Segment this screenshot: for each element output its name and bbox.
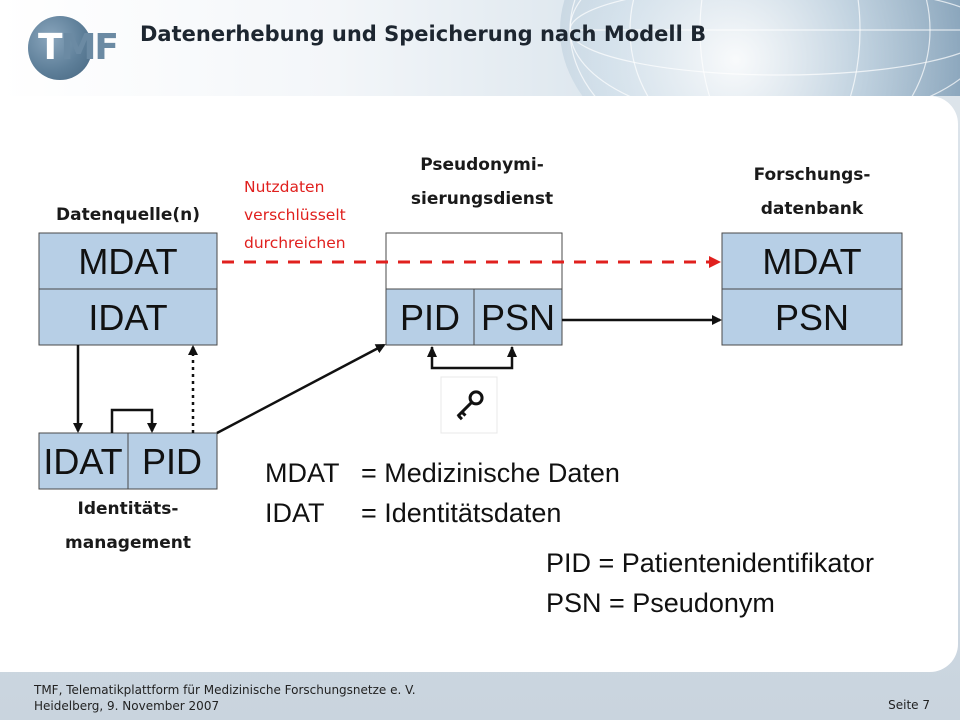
key-icon: [440, 376, 498, 434]
label-nutzdaten-line3: durchreichen: [244, 234, 346, 252]
footer-left: TMF, Telematikplattform für Medizinische…: [34, 682, 634, 714]
globe-grid-decoration: [569, 0, 960, 96]
logo-circle: [28, 16, 92, 80]
source-idat-text: IDAT: [88, 297, 167, 338]
research-psn-cell: [721, 288, 903, 346]
identity-idat-cell: [38, 432, 129, 490]
label-pseudonymisierungsdienst-line2: sierungsdienst: [411, 189, 553, 209]
research-psn-text: PSN: [775, 297, 849, 338]
research-box: MDAT PSN: [721, 232, 903, 346]
identity-pid-cell: [127, 432, 218, 490]
source-box: MDAT IDAT: [38, 232, 218, 346]
footer-page-number: Seite 7: [888, 698, 930, 712]
label-forschungsdatenbank-line1: Forschungs-: [754, 165, 871, 185]
logo-letters-mf: MF: [60, 27, 119, 68]
source-mdat-text: MDAT: [78, 241, 177, 282]
identity-pid-text: PID: [142, 441, 202, 482]
legend-mdat-value: = Medizinische Daten: [361, 458, 620, 488]
arrowhead-pid: [427, 346, 437, 357]
pseudo-box: PID PSN: [385, 232, 563, 346]
legend-idat-key: IDAT: [265, 498, 325, 528]
logo-letter-t: T: [38, 27, 63, 68]
legend-mdat-key: MDAT: [265, 458, 340, 488]
research-mdat-text: MDAT: [762, 241, 861, 282]
footer-organization: TMF, Telematikplattform für Medizinische…: [34, 683, 416, 697]
arrowhead-psn: [507, 346, 517, 357]
pseudo-psn-text: PSN: [481, 297, 555, 338]
label-datenquelle: Datenquelle(n): [56, 205, 200, 225]
arrow-identity-loop: [110, 408, 157, 433]
label-nutzdaten-line2: verschlüsselt: [244, 206, 346, 224]
label-pseudonymisierungsdienst-line1: Pseudonymi-: [420, 155, 544, 175]
label-identitaetsmanagement-line2: management: [65, 533, 191, 553]
logo-text: TMF: [38, 26, 119, 70]
arrow-pid-psn-loop: [430, 347, 514, 370]
pseudo-pid-cell: [385, 288, 475, 346]
page-title: Datenerhebung und Speicherung nach Model…: [140, 22, 707, 46]
arrow-identity-to-pseudo: [216, 343, 386, 435]
tmf-logo: TMF: [28, 16, 120, 80]
pseudo-psn-cell: [473, 288, 563, 346]
identity-idat-text: IDAT: [43, 441, 122, 482]
legend-pid: PID = Patientenidentifikator: [546, 548, 874, 578]
label-nutzdaten-line1: Nutzdaten: [244, 178, 324, 196]
label-forschungsdatenbank-line2: datenbank: [761, 199, 864, 219]
footer-location-date: Heidelberg, 9. November 2007: [34, 699, 220, 713]
header-background: [0, 0, 960, 96]
legend-idat-value: = Identitätsdaten: [361, 498, 561, 528]
source-idat-cell: [38, 288, 218, 346]
pseudo-pid-text: PID: [400, 297, 460, 338]
identity-box: IDAT PID: [38, 432, 218, 490]
label-identitaetsmanagement-line1: Identitäts-: [78, 499, 179, 519]
legend-psn: PSN = Pseudonym: [546, 588, 775, 618]
globe-decoration: [560, 0, 960, 96]
